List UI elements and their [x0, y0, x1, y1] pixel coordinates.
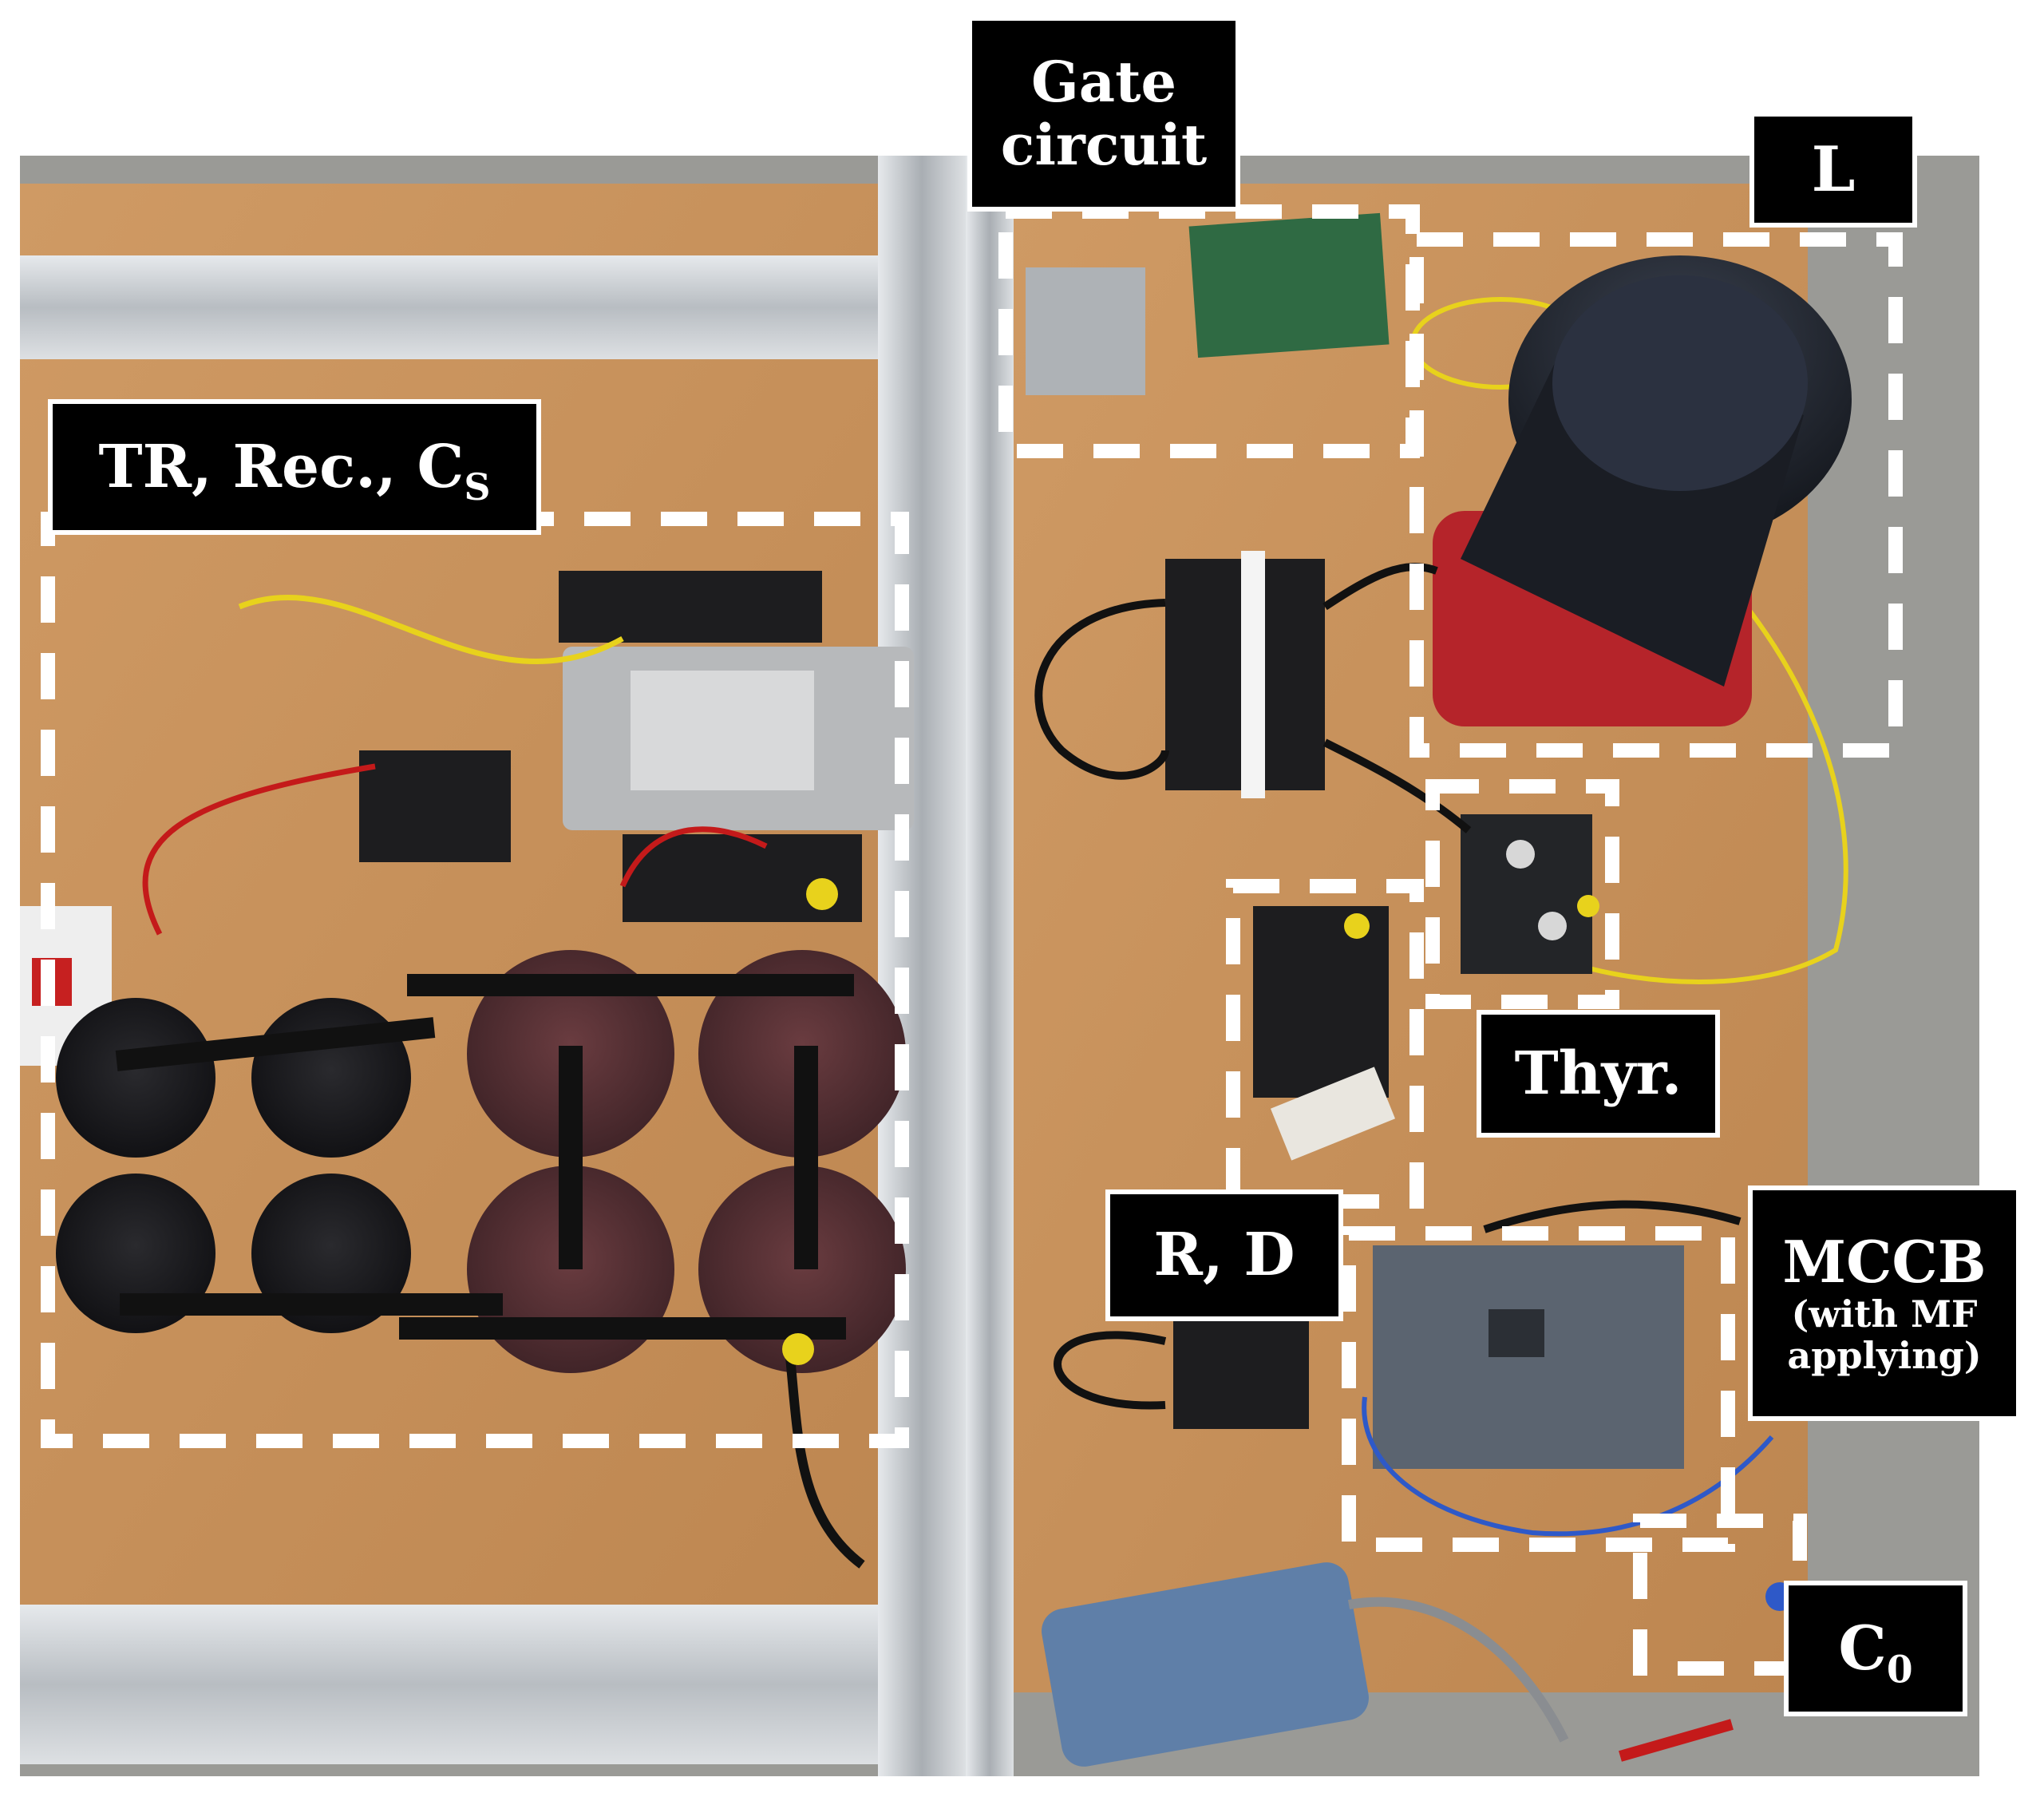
mccb-label-line1: MCCB: [1782, 1227, 1987, 1296]
right-board: [966, 156, 1852, 1776]
inductor-box: [1409, 232, 1903, 758]
resistor-diode-label-text: R, D: [1153, 1221, 1295, 1290]
thyristor-box: [1425, 779, 1619, 1009]
left-board: [20, 156, 966, 1776]
gate-label-line2: circuit: [1000, 111, 1208, 178]
inductor-label-text: L: [1811, 133, 1856, 206]
resistor-diode-box: [1226, 879, 1424, 1209]
resistor-diode-label: R, D: [1105, 1189, 1343, 1321]
gate-label-line1: Gate: [1030, 49, 1176, 116]
inductor-label: L: [1749, 112, 1917, 228]
mccb-label: MCCB (with MF applying): [1748, 1185, 2021, 1421]
source-label-text: TR, Rec., CS: [98, 432, 491, 509]
thyristor-label: Thyr.: [1477, 1010, 1720, 1138]
source-label: TR, Rec., CS: [48, 399, 541, 535]
mccb-label-line2: (with MF: [1791, 1292, 1978, 1336]
mccb-label-line3: applying): [1787, 1333, 1982, 1377]
gate-circuit-box: [998, 204, 1420, 458]
c0-label: C0: [1784, 1581, 1967, 1716]
thyristor-label-text: Thyr.: [1514, 1039, 1682, 1108]
gate-circuit-label: Gate circuit: [967, 16, 1240, 212]
mccb-box: [1342, 1226, 1735, 1552]
c0-label-text: C0: [1838, 1613, 1913, 1692]
